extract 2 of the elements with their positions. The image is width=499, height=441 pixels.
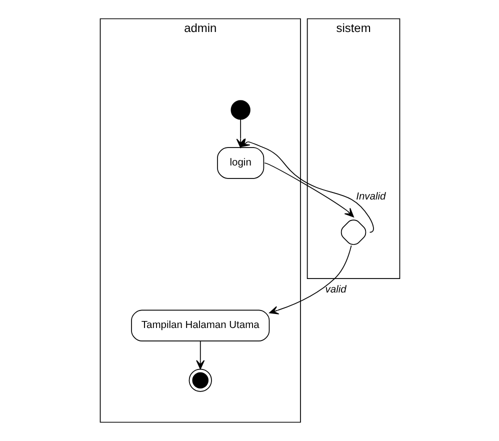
edge-label: Invalid [356, 191, 386, 202]
edge-label: valid [324, 284, 346, 296]
